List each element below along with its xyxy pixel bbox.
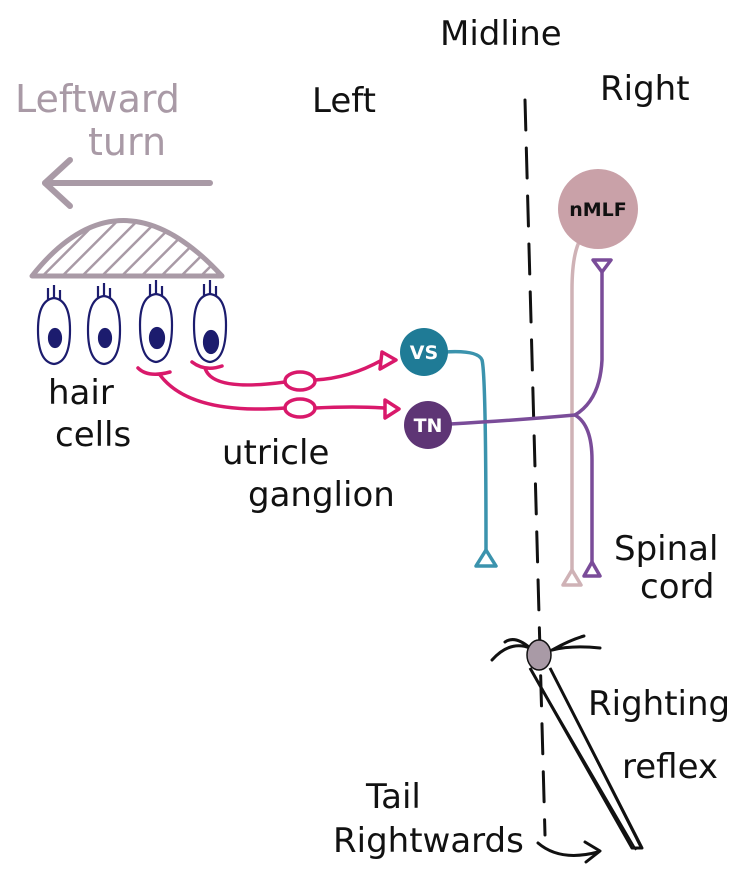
tn-neuron: TN — [404, 401, 452, 449]
leftward-turn-label-line1: Leftward — [15, 77, 180, 121]
vs-axon — [443, 349, 498, 568]
right-side-label: Right — [600, 69, 690, 109]
vs-label: VS — [410, 342, 438, 364]
tail-rightwards-label-line2: Rightwards — [333, 821, 524, 861]
left-side-label: Left — [312, 81, 376, 121]
hair-cells-label-line2: cells — [55, 415, 131, 455]
leftward-arrow-icon — [42, 157, 213, 209]
afferent-to-vs — [190, 358, 384, 387]
tn-label: TN — [414, 415, 443, 437]
tn-axon — [448, 258, 613, 578]
utricle-ganglion-label-line2: ganglion — [248, 475, 395, 515]
otolith — [29, 218, 225, 279]
midline-label: Midline — [440, 14, 562, 54]
synapse-to-tn — [383, 398, 401, 420]
tail-rightwards-label-line1: Tail — [365, 777, 421, 817]
fish-left-fin — [490, 638, 532, 662]
ganglion-cell-body — [283, 397, 317, 419]
righting-reflex-label-line2: reflex — [622, 747, 718, 787]
utricle-ganglion-pathways — [136, 350, 401, 420]
spinal-cord-label-line1: Spinal — [614, 529, 718, 569]
hair-cell — [192, 280, 228, 364]
hair-cell — [36, 285, 72, 366]
afferent-to-tn — [136, 366, 386, 411]
rightward-arrow-icon — [536, 840, 602, 864]
midline-dashed-line — [523, 98, 547, 837]
fish-figure — [490, 634, 644, 851]
hair-cells — [36, 280, 228, 366]
leftward-turn-label-line2: turn — [88, 120, 166, 164]
ganglion-cell-body — [283, 370, 317, 392]
utricle-ganglion-label-line1: utricle — [222, 433, 329, 473]
hair-cells-label-line1: hair — [48, 373, 114, 413]
hair-cell — [138, 280, 174, 364]
hair-cell — [86, 283, 122, 366]
synapse-to-vs — [378, 350, 398, 371]
nmlf-label: nMLF — [569, 199, 627, 221]
spinal-cord-label-line2: cord — [640, 567, 714, 607]
righting-reflex-label-line1: Righting — [588, 684, 730, 724]
fish-head-icon — [526, 639, 552, 671]
vs-neuron: VS — [400, 328, 448, 376]
nmlf-neuron: nMLF — [558, 169, 638, 249]
fish-right-fin — [550, 634, 602, 652]
